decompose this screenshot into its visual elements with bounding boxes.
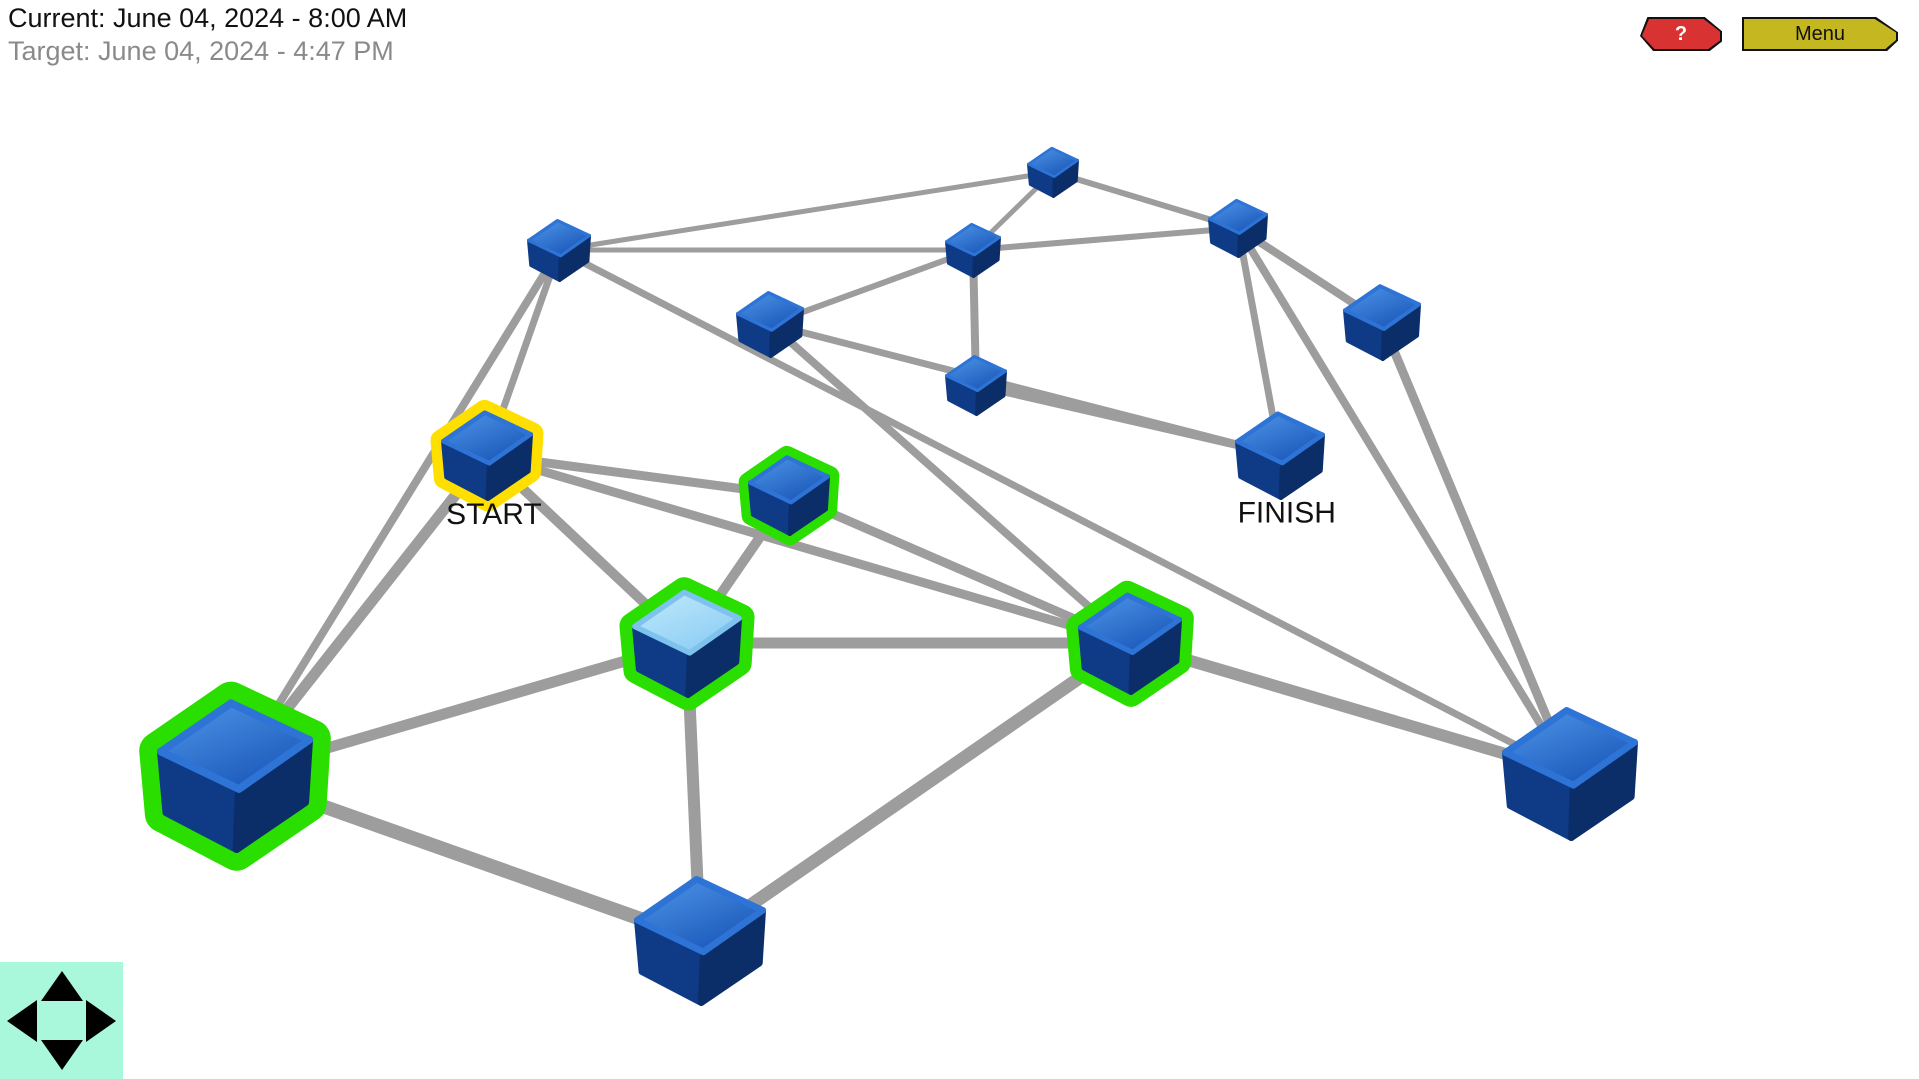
graph-edge-upper-left-right-large — [555, 246, 1574, 777]
pan-right-icon[interactable] — [86, 999, 116, 1042]
node-bottom[interactable] — [633, 875, 767, 1007]
node-right[interactable] — [1342, 284, 1422, 361]
node-start[interactable] — [430, 399, 544, 512]
graph-edge-mid-left-mid-right — [766, 320, 1134, 647]
graph-edge-bottom-mid-right — [693, 636, 1137, 947]
node-upper-right[interactable] — [1208, 198, 1268, 258]
node-mid-right[interactable] — [1066, 580, 1194, 707]
node-mid-left[interactable] — [736, 291, 804, 358]
pan-up-icon[interactable] — [40, 971, 83, 1001]
graph-edge-mid-left-finish — [766, 320, 1284, 459]
node-top[interactable] — [1027, 146, 1079, 198]
menu-button[interactable]: Menu — [1742, 17, 1898, 51]
graph-edge-mid-right-right-large — [1124, 637, 1576, 779]
time-readout: Current: June 04, 2024 - 8:00 AM Target:… — [8, 2, 407, 68]
graph-edge-upper-left-left-large — [231, 246, 563, 779]
target-time-label: Target: June 04, 2024 - 4:47 PM — [8, 36, 394, 66]
graph-edge-right-right-large — [1377, 317, 1575, 778]
node-finish[interactable] — [1235, 411, 1325, 500]
current-time-label: Current: June 04, 2024 - 8:00 AM — [8, 3, 408, 33]
camera-pan-pad[interactable] — [0, 962, 123, 1079]
graph-edge-mid-left-upper-mid — [767, 247, 976, 327]
node-left-large[interactable] — [139, 681, 331, 871]
graph-edge-top-upper-left — [556, 169, 1056, 253]
help-button-label: ? — [1642, 19, 1720, 49]
node-light-blue[interactable] — [619, 577, 755, 711]
node-upper-left[interactable] — [526, 218, 592, 282]
menu-button-label: Menu — [1744, 19, 1896, 49]
graph-edge-upper-right-right-large — [1234, 224, 1574, 777]
graph-edge-start-mid-right — [482, 450, 1135, 648]
help-button[interactable]: ? — [1640, 17, 1722, 51]
node-upper-mid[interactable] — [945, 222, 1001, 279]
pan-down-icon[interactable] — [40, 1040, 83, 1070]
node-label-finish: FINISH — [1238, 497, 1336, 530]
node-green-mid[interactable] — [738, 445, 840, 546]
node-mid[interactable] — [944, 354, 1008, 417]
node-label-start: START — [446, 498, 542, 531]
graph-edge-upper-mid-upper-right — [970, 225, 1241, 253]
node-right-large[interactable] — [1502, 707, 1638, 841]
graph-edge-top-upper-right — [1050, 169, 1241, 231]
pan-left-icon[interactable] — [7, 999, 37, 1042]
